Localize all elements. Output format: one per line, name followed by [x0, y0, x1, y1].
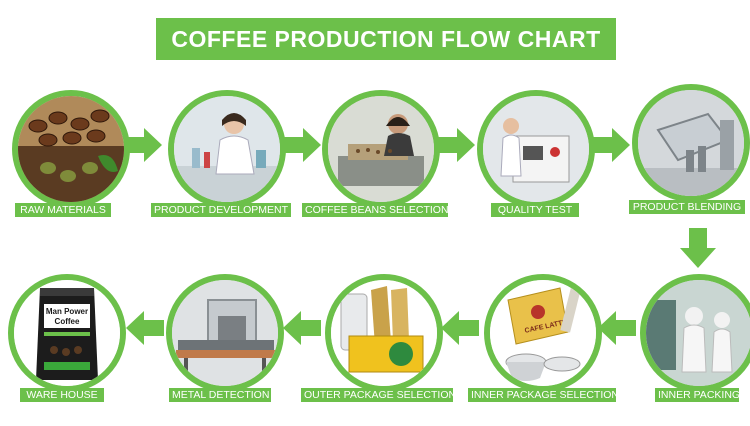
coffee-bag-icon: Man Power Coffee	[14, 280, 120, 386]
step-label: PRODUCT BLENDING	[629, 200, 745, 214]
step-label: PRODUCT DEVELOPMENT	[151, 203, 291, 217]
step-coffee-beans-selection-image	[322, 90, 440, 208]
arrow-right-icon	[124, 128, 162, 162]
coffee-beans-icon	[18, 96, 124, 202]
step-label: INNER PACKAGE SELECTION	[468, 388, 619, 402]
step-metal-detection-image	[166, 274, 284, 392]
step-label: RAW MATERIALS	[15, 203, 111, 217]
metal-detector-icon	[172, 280, 278, 386]
arrow-right-icon	[437, 128, 475, 162]
step-label: WARE HOUSE	[20, 388, 104, 402]
step-product-development-image	[168, 90, 286, 208]
arrow-left-icon	[283, 311, 321, 345]
step-label: METAL DETECTION	[169, 388, 271, 402]
chart-title: COFFEE PRODUCTION FLOW CHART	[156, 18, 616, 60]
step-label: INNER PACKING	[655, 388, 740, 402]
arrow-right-icon	[592, 128, 630, 162]
step-label: QUALITY TEST	[491, 203, 579, 217]
step-raw-materials-image	[12, 90, 130, 208]
arrow-left-icon	[126, 311, 164, 345]
arrow-right-icon	[283, 128, 321, 162]
bag-brand-text: Man Power	[46, 307, 88, 316]
lab-scientist-icon	[174, 96, 280, 202]
bean-sorting-icon	[328, 96, 434, 202]
step-label: OUTER PACKAGE SELECTION	[301, 388, 456, 402]
test-machine-icon	[483, 96, 589, 202]
outer-box-icon	[331, 280, 437, 386]
packing-workers-icon	[646, 280, 750, 386]
arrow-left-icon	[598, 311, 636, 345]
step-inner-package-selection-image: CAFE LATTE	[484, 274, 602, 392]
step-label: COFFEE BEANS SELECTION	[302, 203, 449, 217]
arrow-down-icon	[680, 228, 716, 268]
step-inner-packing-image	[640, 274, 750, 392]
step-product-blending-image	[632, 84, 750, 202]
bag-product-text: Coffee	[55, 317, 80, 326]
step-quality-test-image	[477, 90, 595, 208]
arrow-left-icon	[441, 311, 479, 345]
coffee-pods-icon: CAFE LATTE	[490, 280, 596, 386]
step-ware-house-image: Man Power Coffee	[8, 274, 126, 392]
step-outer-package-selection-image	[325, 274, 443, 392]
blender-machine-icon	[638, 90, 744, 196]
